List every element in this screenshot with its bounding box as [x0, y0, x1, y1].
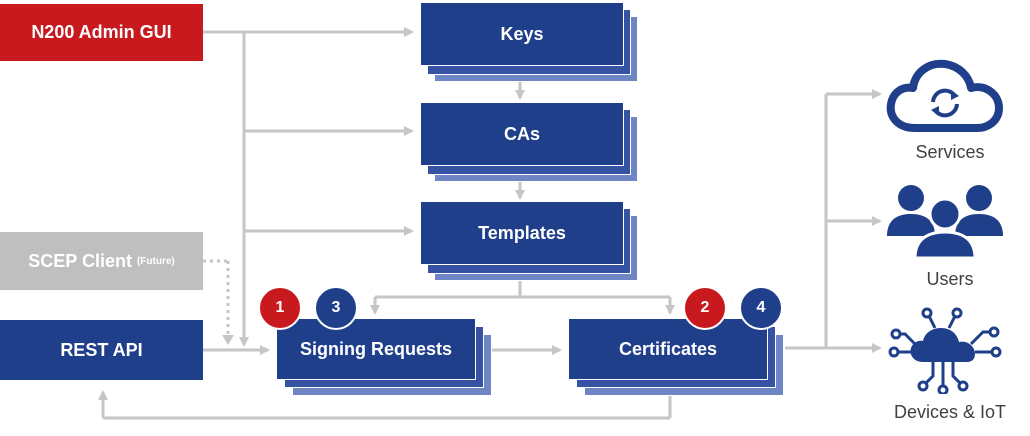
keys-stack[interactable]: Keys [420, 2, 640, 82]
certificates-label: Certificates [618, 338, 718, 359]
certificates-stack[interactable]: Certificates [568, 318, 788, 402]
cas-label: CAs [503, 123, 540, 144]
badge-2: 2 [683, 286, 727, 330]
devices-iot-icon [888, 307, 1002, 394]
keys-label: Keys [500, 23, 544, 44]
services-label: Services [915, 142, 985, 162]
scep-future-label: (Future) [136, 255, 175, 267]
signing-requests-label: Signing Requests [299, 338, 452, 359]
badge-1: 1 [258, 286, 302, 330]
admin-gui-box[interactable]: N200 Admin GUI [0, 4, 203, 61]
users-label: Users [926, 269, 974, 289]
cas-stack[interactable]: CAs [420, 102, 640, 182]
cloud-sync-icon [886, 59, 1003, 132]
signing-requests-stack[interactable]: Signing Requests [276, 318, 496, 402]
templates-label: Templates [478, 222, 566, 243]
templates-stack[interactable]: Templates [420, 201, 640, 281]
scep-client-label: SCEP Client [28, 250, 132, 271]
users-icon [887, 185, 1003, 260]
badge-4: 4 [739, 286, 783, 330]
admin-gui-label: N200 Admin GUI [31, 22, 172, 42]
badge-3: 3 [314, 286, 358, 330]
scep-client-box[interactable]: SCEP Client (Future) [0, 232, 203, 290]
rest-api-box[interactable]: REST API [0, 320, 203, 380]
rest-api-label: REST API [60, 339, 143, 360]
devices-iot-label: Devices & IoT [893, 402, 1007, 422]
